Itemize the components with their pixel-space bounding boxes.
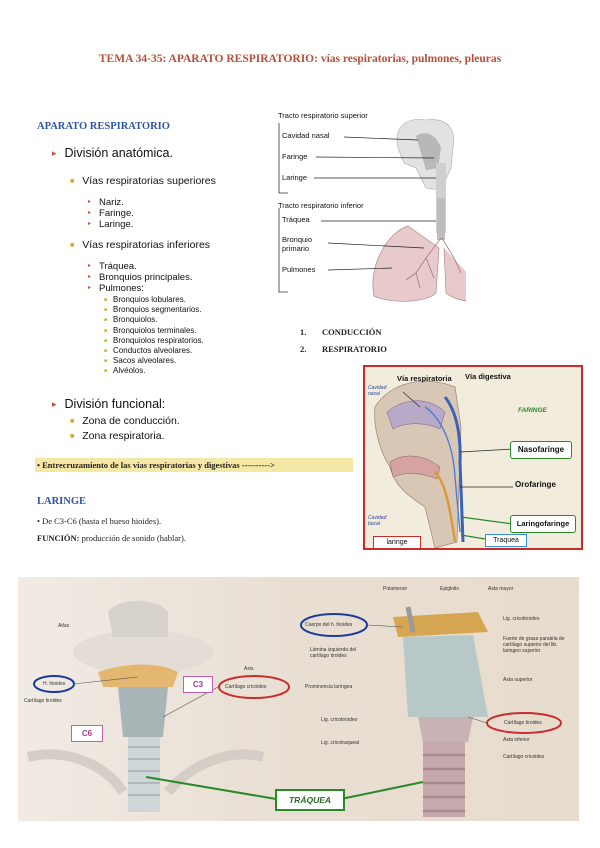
anatomy-label: Cartílago tiroides bbox=[504, 720, 542, 726]
list-item: Bronquiolos terminales. bbox=[113, 326, 197, 336]
list-item: Laringe. bbox=[99, 219, 133, 230]
cavidad-nasal-label: Cavidad nasal bbox=[368, 385, 390, 397]
via-digestiva-label: Vía digestiva bbox=[465, 372, 511, 381]
anatomy-label: Atlas bbox=[58, 623, 69, 629]
anatomy-label: Asta inferior bbox=[503, 737, 530, 743]
tract-label: Tráquea bbox=[282, 215, 310, 224]
list-item: Tráquea. bbox=[99, 261, 137, 272]
anatomy-label: Axis bbox=[244, 666, 253, 672]
square-bullet-icon: ■ bbox=[70, 177, 74, 185]
funcional-list: ■Zona de conducción. ■Zona respiratoria. bbox=[70, 414, 180, 444]
nasofaringe-label: Nasofaringe bbox=[510, 441, 572, 459]
pharynx-diagram: Vía respiratoria Vía digestiva Cavidad n… bbox=[363, 365, 583, 550]
entrecruzamiento-highlight: • Entrecruzamiento de las vías respirato… bbox=[35, 458, 353, 472]
list-item: Bronquios segmentarios. bbox=[113, 305, 202, 315]
division-anatomica: ▸ División anatómica. bbox=[52, 146, 173, 160]
anatomy-label: Cuerpo del h. hioides bbox=[305, 622, 352, 628]
c3-marker: C3 bbox=[183, 676, 213, 693]
list-item: Nariz. bbox=[99, 197, 124, 208]
list-item: Sacos alveolares. bbox=[113, 356, 176, 366]
arrow-bullet-icon: ▸ bbox=[52, 148, 57, 159]
anatomy-label: Lámina izquierda del cartílago tiroides bbox=[310, 647, 372, 659]
tract-label: Bronquio primario bbox=[282, 235, 330, 253]
anatomy-label: Fuerte de grasa paralela de cartílago su… bbox=[503, 636, 575, 654]
laringe-funcion: FUNCIÓN: producción de sonido (hablar). bbox=[37, 533, 186, 543]
pulmones-list: ■Bronquios lobulares. ■Bronquios segment… bbox=[104, 295, 204, 377]
page-title: TEMA 34-35: APARATO RESPIRATORIO: vías r… bbox=[40, 50, 560, 69]
list-item: Zona respiratoria. bbox=[82, 429, 164, 444]
list-item: Faringe. bbox=[99, 208, 134, 219]
list-item: Zona de conducción. bbox=[82, 414, 179, 429]
list-item: Bronquiolos respiratorios. bbox=[113, 336, 204, 346]
arrow-bullet-icon: ▸ bbox=[52, 399, 57, 410]
tract-superior-heading: Tracto respiratorio superior bbox=[278, 111, 368, 120]
c6-marker: C6 bbox=[71, 725, 103, 742]
tract-label: Faringe bbox=[282, 152, 307, 161]
tract-inferior-heading: Tracto respiratorio inferior bbox=[278, 201, 364, 210]
anatomy-label: Cartílago tiroides bbox=[24, 698, 62, 704]
anatomy-label: Epiglotis bbox=[440, 586, 459, 592]
list-item: Bronquios lobulares. bbox=[113, 295, 186, 305]
larynx-anatomy-image: Atlas Axis H. hioides Cartílago tiroides… bbox=[18, 577, 579, 821]
anatomy-label: Lig. cricotiroideo bbox=[321, 717, 357, 723]
laringe-tag: laringe bbox=[373, 536, 421, 549]
anatomy-label: Polamenor bbox=[383, 586, 407, 592]
anatomy-label: Lig. cricotraqueal bbox=[321, 740, 359, 746]
list-item: 2.RESPIRATORIO bbox=[300, 341, 387, 358]
faringe-label: FARINGE bbox=[518, 407, 547, 414]
inferiores-list: ▸Tráquea. ▸Bronquios principales. ▸Pulmo… bbox=[88, 261, 193, 294]
laringe-heading: LARINGE bbox=[37, 496, 86, 507]
anatomy-label: Asta mayor bbox=[488, 586, 513, 592]
list-item: Bronquiolos. bbox=[113, 315, 157, 325]
via-respiratoria-label: Vía respiratoria bbox=[397, 374, 452, 383]
traquea-box: TRÁQUEA bbox=[275, 789, 345, 811]
superiores-list: ▸Nariz. ▸Faringe. ▸Laringe. bbox=[88, 197, 134, 230]
list-item: Alvéolos. bbox=[113, 366, 145, 376]
vias-superiores: ■ Vías respiratorias superiores bbox=[70, 175, 216, 187]
respiratory-tract-diagram: Tracto respiratorio superior Cavidad nas… bbox=[276, 108, 466, 308]
larynx-anatomy-illustration bbox=[18, 577, 579, 821]
vias-inferiores: ■ Vías respiratorias inferiores bbox=[70, 239, 210, 251]
laringofaringe-label: Laringofaringe bbox=[510, 515, 576, 533]
traquea-tag: Traquea bbox=[485, 534, 527, 547]
tract-label: Pulmones bbox=[282, 265, 315, 274]
list-item: Bronquios principales. bbox=[99, 272, 192, 283]
orofaringe-label: Orofaringe bbox=[515, 480, 556, 489]
square-bullet-icon: ■ bbox=[70, 241, 74, 249]
anatomy-label: Lig. cricotiroideo bbox=[503, 616, 539, 622]
anatomy-label: Cartílago cricoides bbox=[225, 684, 266, 690]
anatomy-label: Asta superior bbox=[503, 677, 532, 683]
list-item: 1.CONDUCCIÓN bbox=[300, 324, 387, 341]
laringe-line: • De C3-C6 (hasta el hueso hioides). bbox=[37, 516, 161, 526]
anatomy-label: H. hioides bbox=[43, 681, 65, 687]
numbered-list: 1.CONDUCCIÓN 2.RESPIRATORIO bbox=[300, 324, 387, 358]
cavidad-bucal-label: Cavidad bucal bbox=[368, 515, 392, 527]
anatomy-label: Cartílago cricoides bbox=[503, 754, 544, 760]
tract-label: Laringe bbox=[282, 173, 307, 182]
tract-label: Cavidad nasal bbox=[282, 131, 330, 140]
list-item: Conductos alveolares. bbox=[113, 346, 192, 356]
list-item: Pulmones: bbox=[99, 283, 144, 294]
division-funcional: ▸ División funcional: bbox=[52, 397, 165, 411]
anatomy-label: Prominencia laríngea bbox=[305, 684, 352, 690]
aparato-heading: APARATO RESPIRATORIO bbox=[37, 121, 170, 132]
